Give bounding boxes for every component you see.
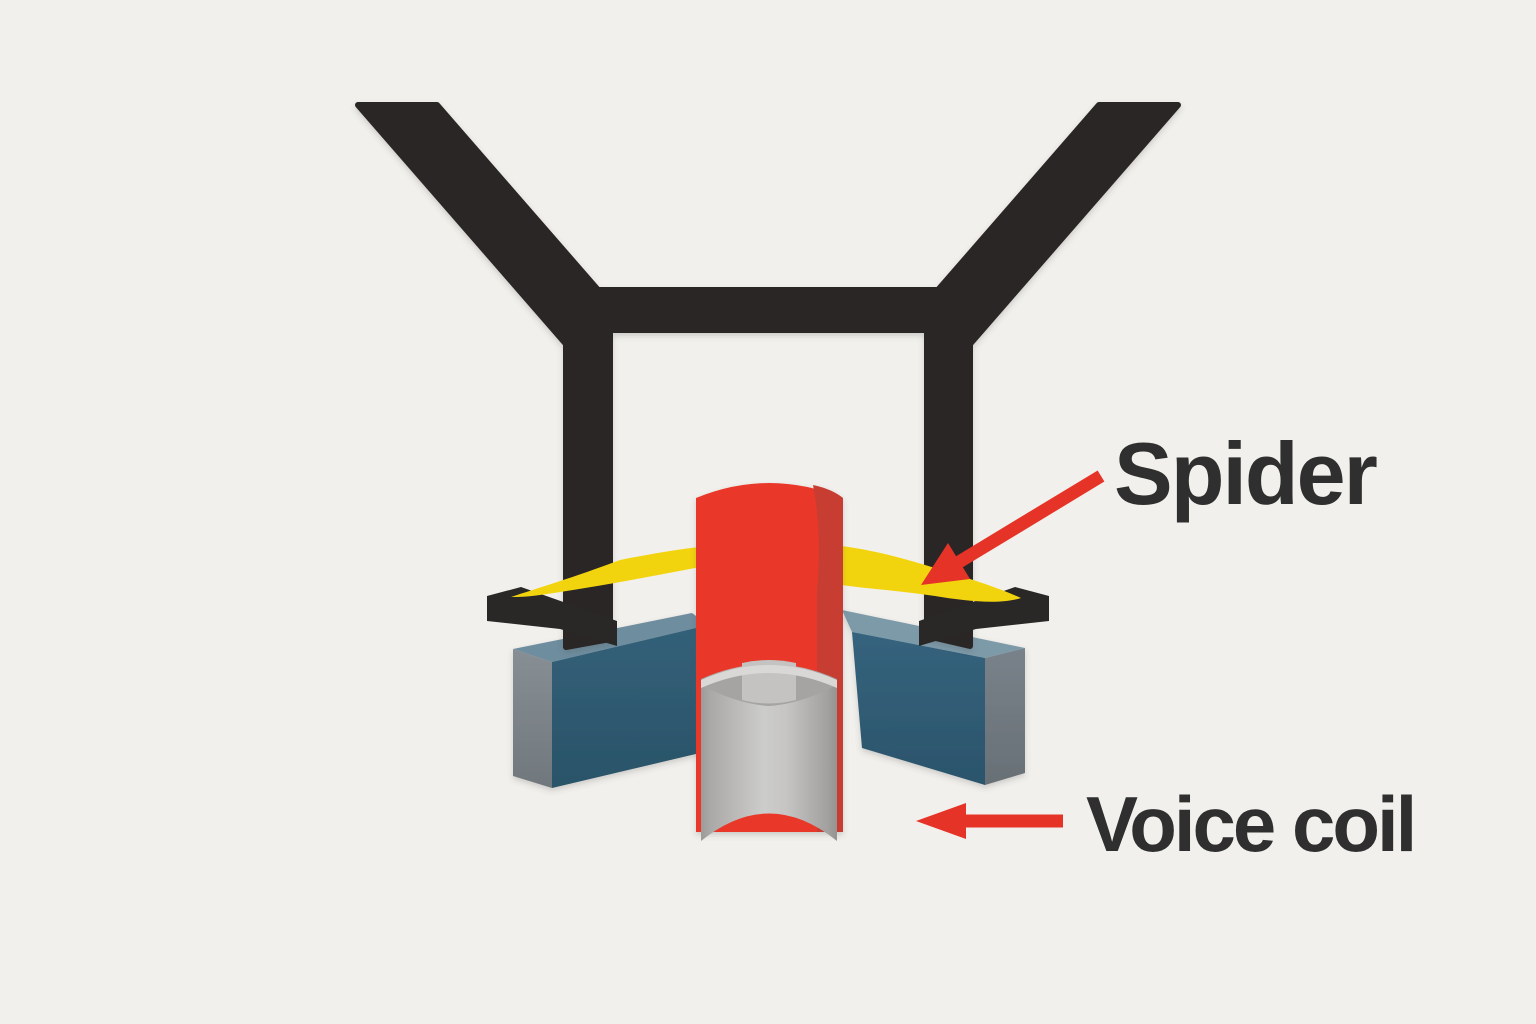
magnet-left-front-face xyxy=(552,627,700,788)
spider-membrane xyxy=(511,541,1021,602)
magnet-left xyxy=(513,613,700,788)
magnet-right-side-face xyxy=(985,648,1025,785)
speaker-cone xyxy=(355,102,1181,650)
spider-end-tab-left xyxy=(487,587,617,646)
coil-body xyxy=(701,664,837,841)
magnet-left-side-face xyxy=(513,649,552,788)
spider-arrow-head xyxy=(921,543,970,585)
voice-coil-arrow xyxy=(916,803,1063,839)
spider-label: Spider xyxy=(1114,424,1377,523)
magnet-right-front-face xyxy=(852,632,985,785)
coil-rim xyxy=(701,665,837,688)
voice-coil xyxy=(701,660,837,841)
spider-arrow xyxy=(921,470,1105,585)
voice-coil-label: Voice coil xyxy=(1086,780,1414,868)
voice-coil-arrow-head xyxy=(916,803,966,839)
spider-end-tab-right xyxy=(919,587,1049,646)
spider-arrow-shaft xyxy=(955,470,1105,568)
